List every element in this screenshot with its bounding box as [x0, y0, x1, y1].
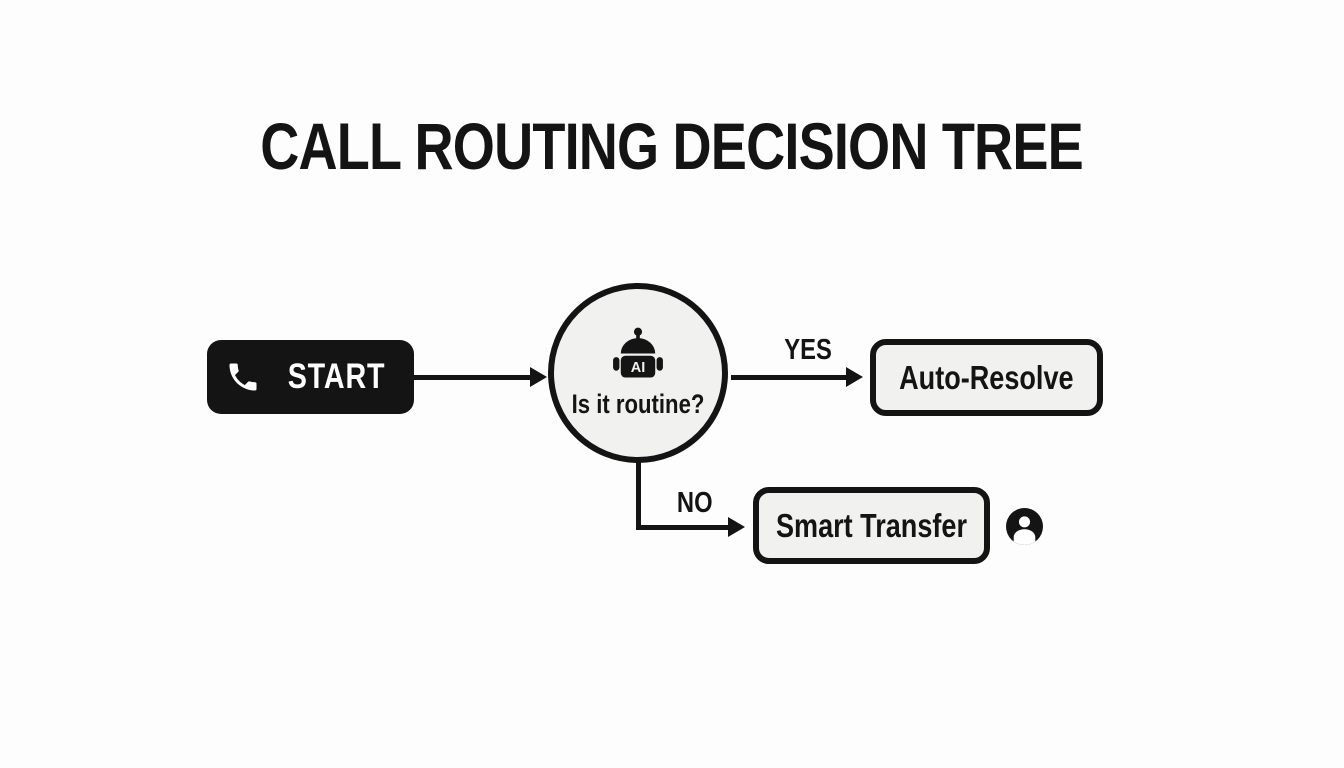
smart-transfer-node: Smart Transfer: [753, 487, 990, 564]
start-node: START: [207, 340, 414, 414]
person-icon: [1006, 508, 1043, 545]
yes-branch-label: YES: [784, 334, 832, 366]
page-title-text: CALL ROUTING DECISION TREE: [260, 109, 1084, 183]
no-branch-label: NO: [677, 487, 713, 519]
ai-robot-icon: AI: [609, 327, 667, 385]
phone-icon: [225, 359, 261, 395]
edge-start-to-decision: [414, 375, 532, 380]
arrowhead-start-to-decision: [530, 367, 547, 387]
page-title: CALL ROUTING DECISION TREE: [0, 108, 1344, 184]
edge-decision-to-smart-transfer-horizontal: [636, 525, 730, 530]
decision-question: Is it routine?: [571, 388, 705, 419]
edge-decision-to-smart-transfer-vertical: [636, 461, 641, 527]
smart-transfer-label: Smart Transfer: [775, 506, 968, 544]
decision-node: AI Is it routine?: [548, 283, 728, 463]
auto-resolve-node: Auto-Resolve: [870, 339, 1103, 416]
edge-decision-to-auto-resolve: [731, 375, 848, 380]
ai-robot-icon-text: AI: [631, 360, 646, 376]
start-node-label: START: [287, 357, 386, 396]
arrowhead-decision-to-auto-resolve: [846, 367, 863, 387]
arrowhead-decision-to-smart-transfer: [728, 517, 745, 537]
auto-resolve-label: Auto-Resolve: [899, 358, 1074, 396]
